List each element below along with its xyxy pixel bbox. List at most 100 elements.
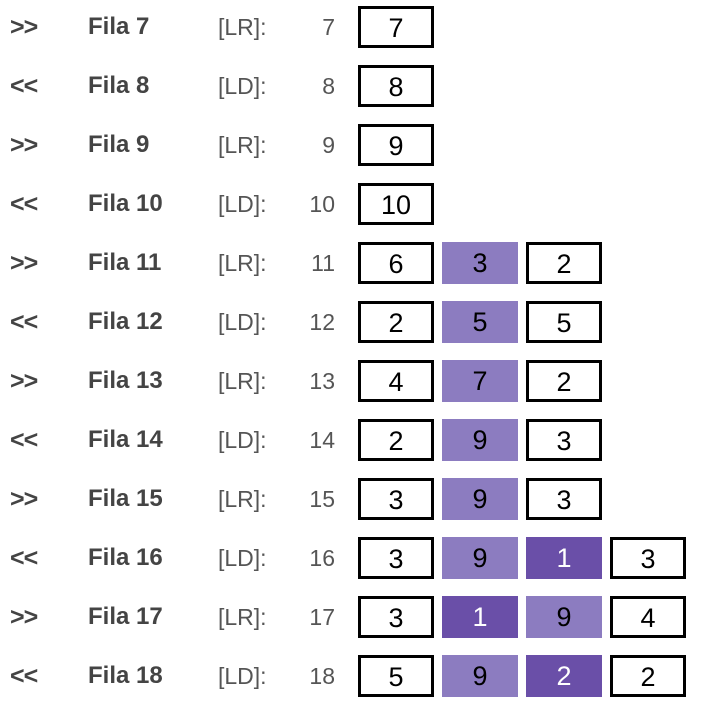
direction-arrow-icon: >> <box>10 249 38 277</box>
row-label: Fila 10 <box>88 190 163 217</box>
value-cell: 2 <box>526 655 602 697</box>
direction-tag: [LR]: <box>218 132 267 158</box>
row-label: Fila 14 <box>88 426 163 453</box>
cell-group: 9 <box>358 124 442 166</box>
value-cell: 2 <box>526 242 602 284</box>
value-cell: 2 <box>610 655 686 697</box>
row-label: Fila 15 <box>88 485 163 512</box>
direction-tag: [LR]: <box>218 368 267 394</box>
value-cell: 9 <box>442 655 518 697</box>
row-label: Fila 12 <box>88 308 163 335</box>
value-cell: 9 <box>442 478 518 520</box>
value-cell: 5 <box>526 301 602 343</box>
value-cell: 7 <box>358 6 434 48</box>
value-cell: 7 <box>442 360 518 402</box>
value-cell: 3 <box>358 537 434 579</box>
row-label: Fila 13 <box>88 367 163 394</box>
value-cell: 3 <box>526 478 602 520</box>
direction-tag: [LD]: <box>218 191 267 217</box>
row-index: 11 <box>311 250 335 276</box>
row-index: 17 <box>309 604 335 630</box>
row-index: 14 <box>309 427 335 453</box>
direction-arrow-icon: << <box>10 190 38 218</box>
value-cell: 3 <box>358 478 434 520</box>
direction-tag: [LR]: <box>218 14 267 40</box>
value-cell: 8 <box>358 65 434 107</box>
direction-arrow-icon: << <box>10 72 38 100</box>
value-cell: 3 <box>358 596 434 638</box>
cell-group: 10 <box>358 183 442 225</box>
row-index: 16 <box>309 545 335 571</box>
row-index: 13 <box>309 368 335 394</box>
row-label: Fila 18 <box>88 662 163 689</box>
value-cell: 9 <box>442 419 518 461</box>
row-label: Fila 8 <box>88 72 150 99</box>
row-label: Fila 16 <box>88 544 163 571</box>
direction-arrow-icon: << <box>10 662 38 690</box>
direction-arrow-icon: >> <box>10 485 38 513</box>
direction-arrow-icon: >> <box>10 131 38 159</box>
value-cell: 2 <box>358 301 434 343</box>
row-label: Fila 7 <box>88 13 150 40</box>
value-cell: 9 <box>526 596 602 638</box>
value-cell: 3 <box>442 242 518 284</box>
direction-tag: [LD]: <box>218 309 267 335</box>
cell-group: 8 <box>358 65 442 107</box>
row-index: 12 <box>309 309 335 335</box>
direction-arrow-icon: >> <box>10 603 38 631</box>
value-cell: 9 <box>358 124 434 166</box>
value-cell: 4 <box>610 596 686 638</box>
value-cell: 2 <box>358 419 434 461</box>
direction-tag: [LD]: <box>218 73 267 99</box>
row-index: 18 <box>309 663 335 689</box>
direction-arrow-icon: >> <box>10 13 38 41</box>
value-cell: 9 <box>442 537 518 579</box>
value-cell: 3 <box>610 537 686 579</box>
row-index: 15 <box>309 486 335 512</box>
row-label: Fila 11 <box>88 249 162 276</box>
row-index: 8 <box>322 73 335 99</box>
value-cell: 3 <box>526 419 602 461</box>
direction-arrow-icon: << <box>10 544 38 572</box>
value-cell: 5 <box>442 301 518 343</box>
value-cell: 2 <box>526 360 602 402</box>
direction-tag: [LR]: <box>218 604 267 630</box>
value-cell: 6 <box>358 242 434 284</box>
direction-arrow-icon: << <box>10 308 38 336</box>
row-label: Fila 9 <box>88 131 150 158</box>
row-label: Fila 17 <box>88 603 163 630</box>
row-index: 9 <box>322 132 335 158</box>
direction-tag: [LD]: <box>218 427 267 453</box>
cell-group: 7 <box>358 6 442 48</box>
direction-tag: [LR]: <box>218 250 267 276</box>
direction-tag: [LD]: <box>218 545 267 571</box>
value-cell: 5 <box>358 655 434 697</box>
value-cell: 1 <box>526 537 602 579</box>
direction-arrow-icon: >> <box>10 367 38 395</box>
value-cell: 4 <box>358 360 434 402</box>
direction-tag: [LR]: <box>218 486 267 512</box>
direction-tag: [LD]: <box>218 663 267 689</box>
value-cell: 10 <box>358 183 434 225</box>
row-index: 7 <box>322 14 335 40</box>
